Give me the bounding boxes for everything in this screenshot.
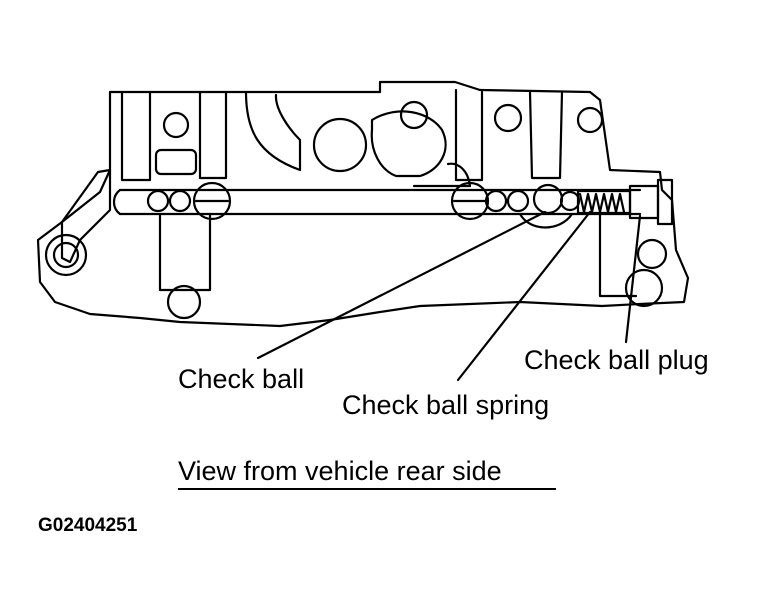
lower-rib-left <box>158 212 212 292</box>
channel-1 <box>120 90 152 182</box>
label-check-ball-plug: Check ball plug <box>524 345 709 375</box>
bore-left-end <box>112 188 122 216</box>
port-top-2 <box>399 100 429 130</box>
ball-1 <box>146 189 170 213</box>
port-left-inner <box>52 241 80 269</box>
lower-rib-mid <box>518 212 574 229</box>
view-caption: View from vehicle rear side <box>178 458 556 490</box>
channel-slot <box>154 148 198 176</box>
channel-4 <box>528 90 564 180</box>
left-pocket <box>60 168 112 264</box>
port-center-large <box>312 117 368 173</box>
port-right-mid <box>636 238 668 270</box>
label-check-ball-spring: Check ball spring <box>342 390 550 420</box>
leader-check-ball-plug <box>624 214 642 344</box>
figure-code: G02404251 <box>38 515 138 536</box>
leader-check-ball-spring <box>456 210 592 382</box>
port-right-top <box>576 106 604 134</box>
label-check-ball: Check ball <box>178 364 305 394</box>
central-rib <box>244 90 302 172</box>
port-left-large <box>44 233 88 277</box>
ball-4 <box>450 181 490 221</box>
ball-8 <box>559 190 581 212</box>
ball-6 <box>506 189 530 213</box>
swirl-pocket <box>370 110 447 178</box>
ball-2 <box>168 189 192 213</box>
port-bottom-left <box>166 284 202 320</box>
lower-rib-right <box>598 212 638 298</box>
port-top-1 <box>162 111 190 139</box>
ball-3 <box>192 181 232 221</box>
port-top-3 <box>493 103 523 133</box>
channel-2 <box>198 90 228 180</box>
bolt-head <box>656 178 674 226</box>
swirl-tail <box>412 162 472 188</box>
port-right-bottom <box>624 268 664 308</box>
ball-5 <box>484 189 508 213</box>
spring-coils <box>578 192 626 214</box>
leader-check-ball <box>256 210 547 360</box>
